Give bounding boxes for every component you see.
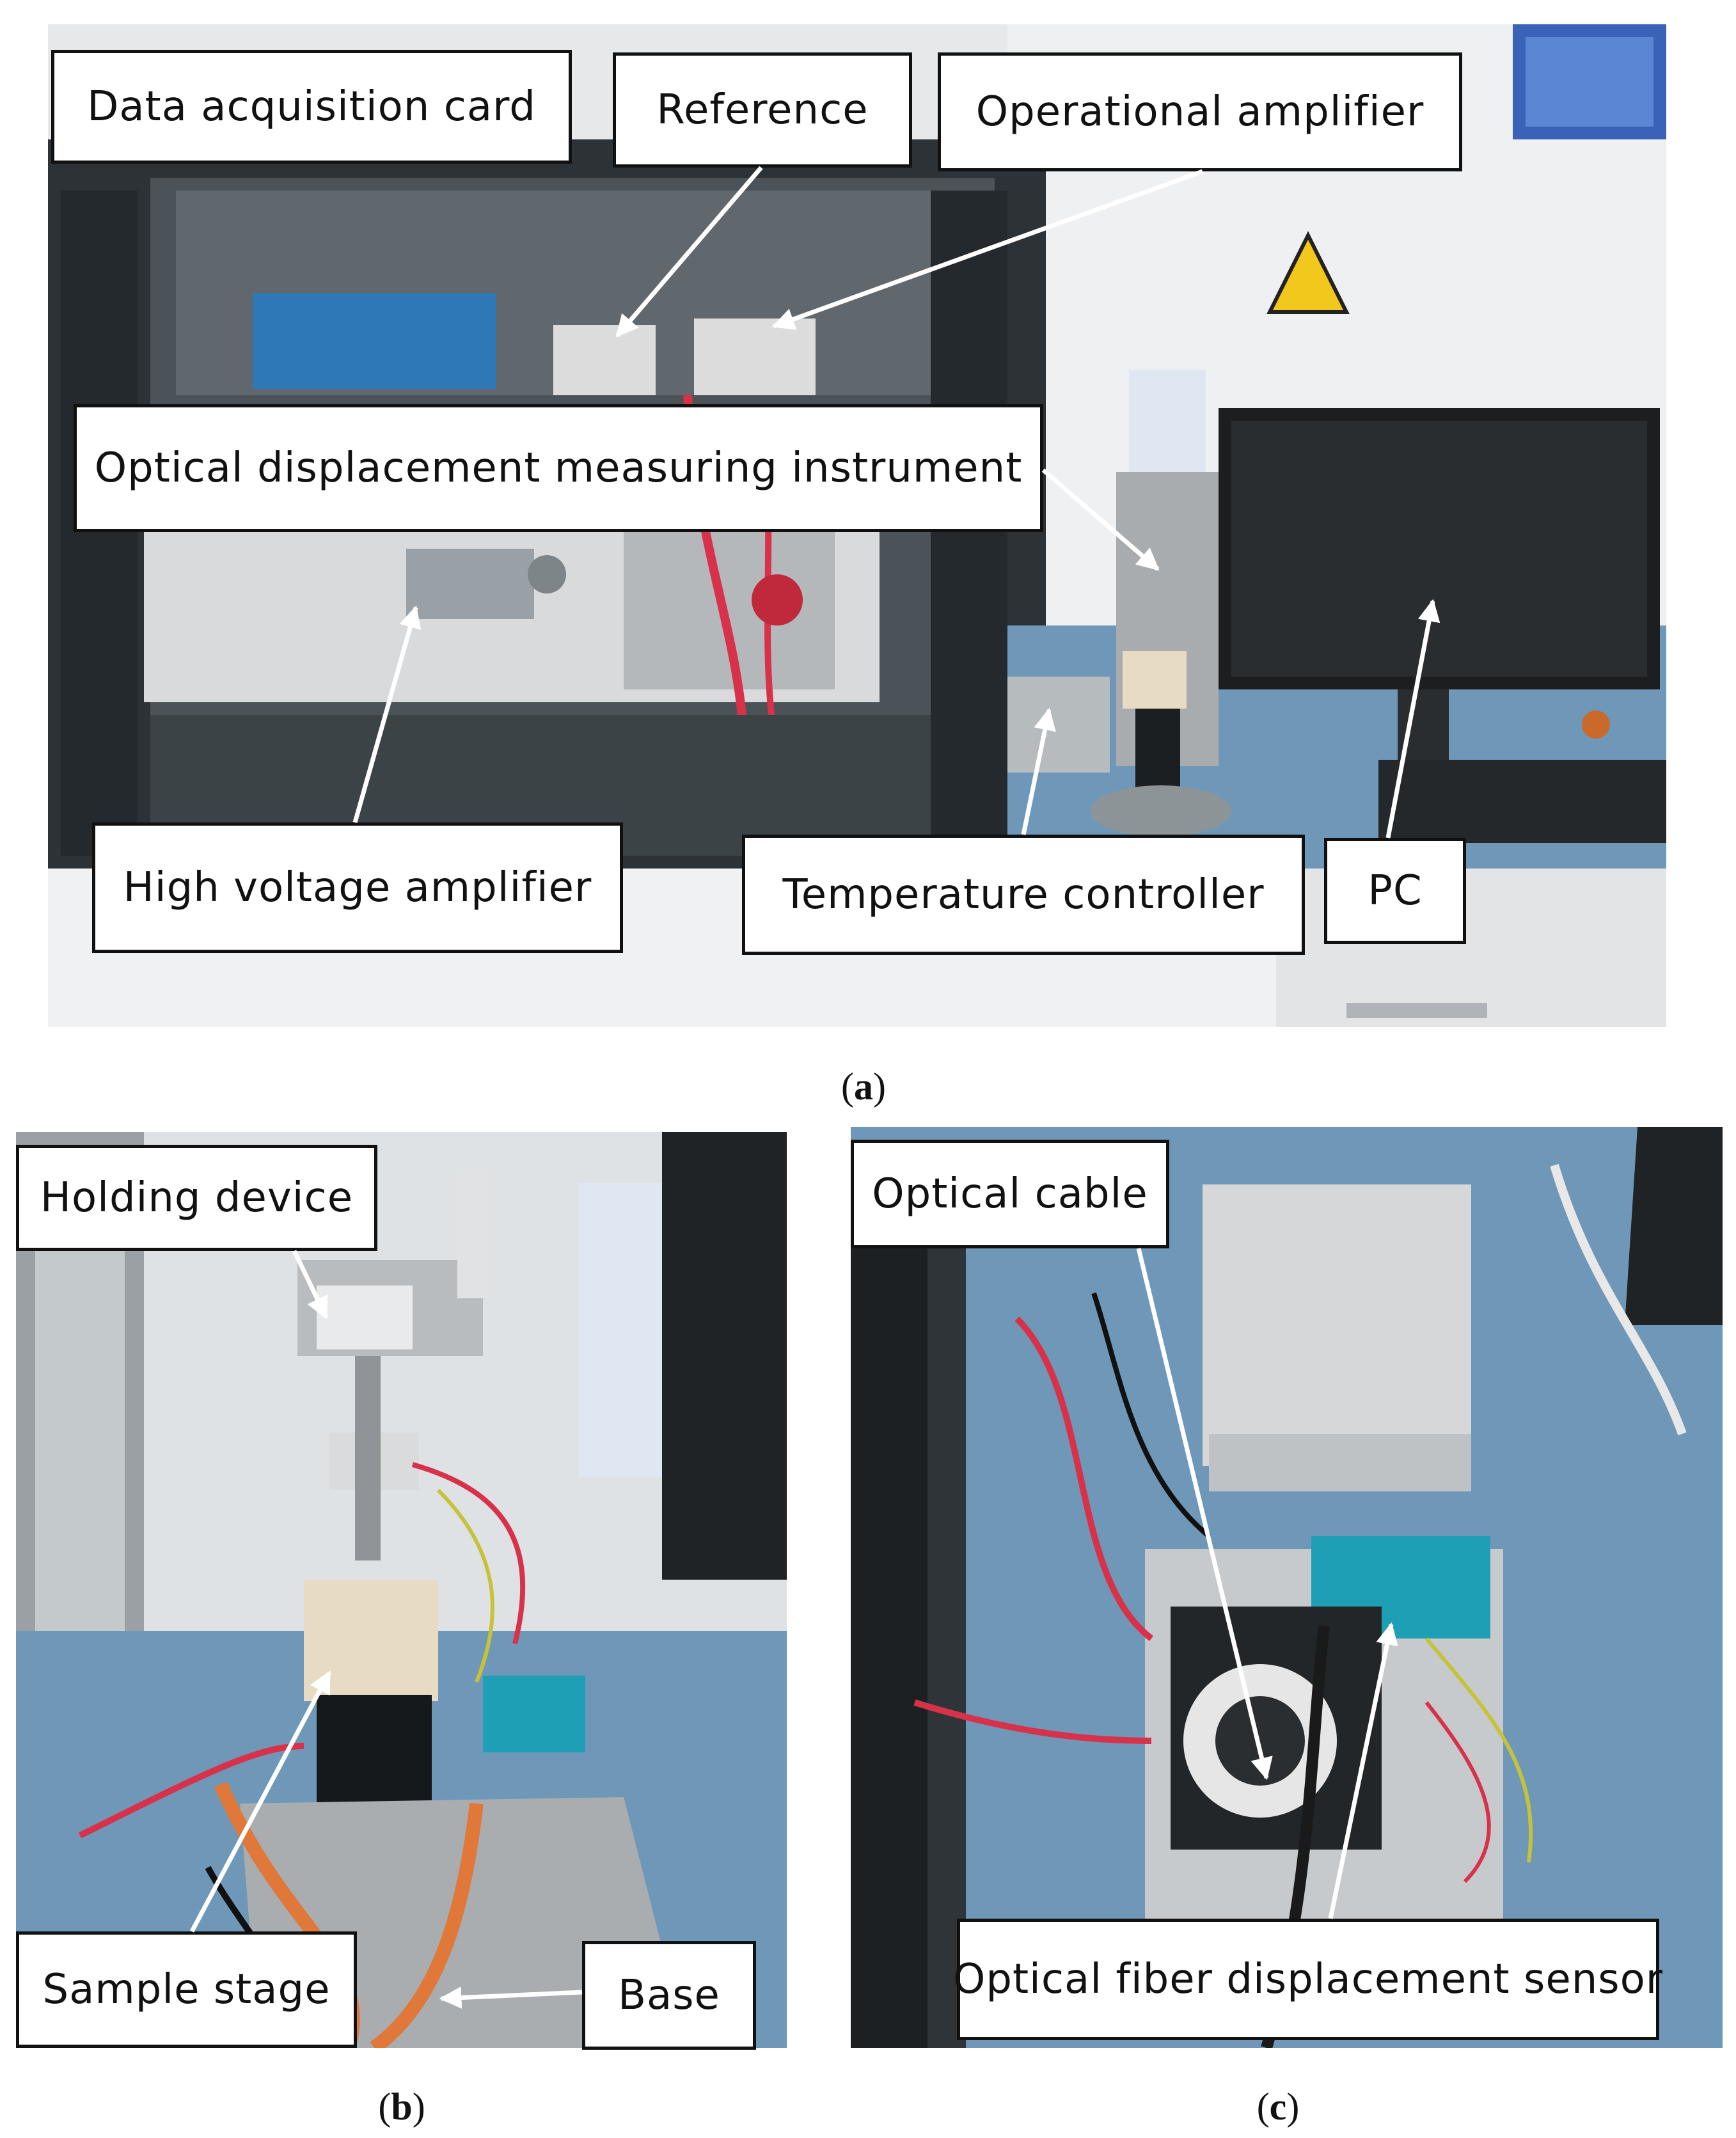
label-reference: Reference [613,52,912,168]
label-temperature-controller: Temperature controller [742,835,1305,955]
caption-c: (c) [1256,2086,1300,2128]
label-base: Base [582,1941,756,2050]
caption-a: (a) [841,1065,886,1108]
fiber-sensor-photo [851,1127,1723,2048]
label-operational-amplifier: Operational amplifier [938,52,1462,171]
label-optical-fiber-displacement-sensor: Optical fiber displacement sensor [953,1919,1662,2040]
label-data-acquisition-card: Data acquisition card [51,50,572,164]
sample-stage-photo [16,1132,787,2048]
label-pc: PC [1324,838,1466,944]
caption-b: (b) [378,2086,425,2128]
label-high-voltage-amplifier: High voltage amplifier [92,822,623,953]
label-holding-device: Holding device [16,1145,377,1251]
label-optical-displacement-measuring-instrument: Optical displacement measuring instrumen… [74,404,1043,532]
label-optical-cable: Optical cable [851,1140,1169,1248]
label-sample-stage: Sample stage [16,1931,357,2048]
photo-panel-c [851,1127,1723,2048]
photo-panel-b [16,1132,787,2048]
